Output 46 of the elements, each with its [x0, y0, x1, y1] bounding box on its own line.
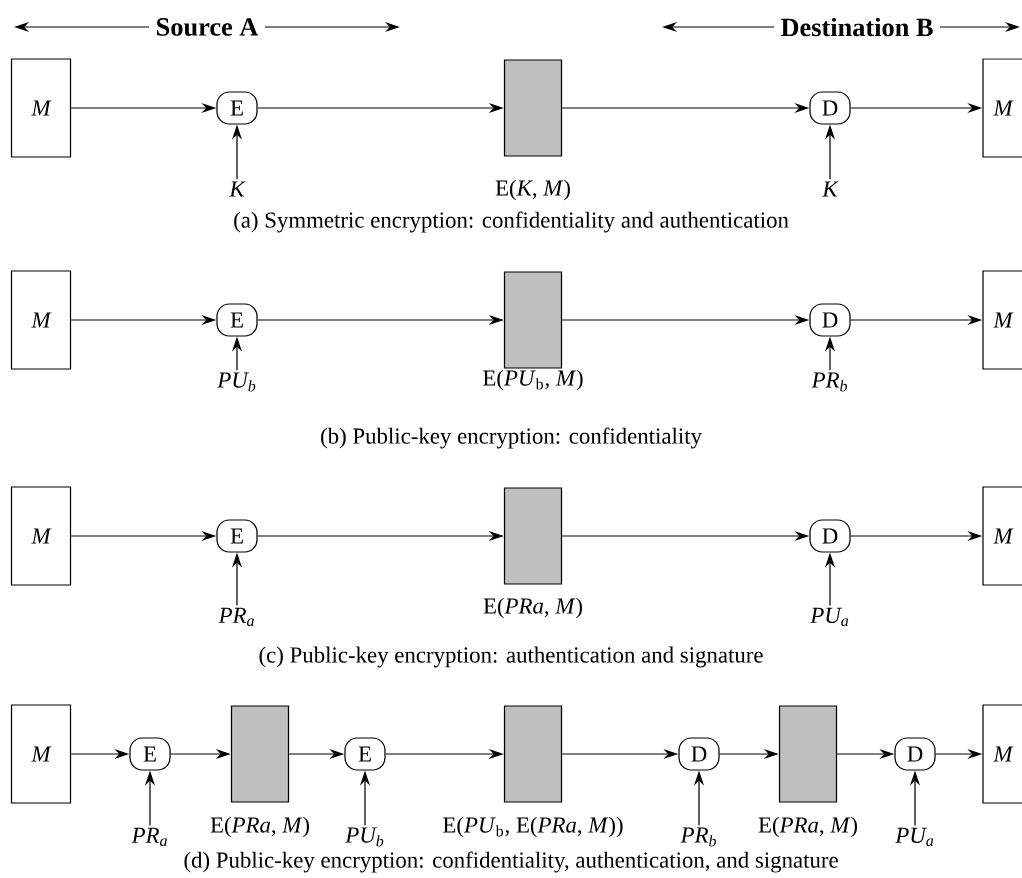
ciphertext-box: [503, 487, 563, 585]
key-label: PR$_{a}$: [218, 607, 254, 627]
message-box: M: [982, 270, 1022, 370]
caption: (c) Public-key encryption: authentication and signature: [259, 646, 763, 668]
message-box: M: [10, 270, 72, 370]
key-label: PR$_{b}$: [811, 372, 847, 392]
message-box: M: [10, 58, 72, 158]
cipher-node: E: [216, 91, 258, 125]
ciphertext-label: E(PRa, M): [483, 597, 582, 619]
cipher-node: D: [809, 303, 851, 337]
ciphertext-label: E(PU$_{b}$, E(PRa, M)): [443, 816, 623, 838]
key-label: PU$_{b}$: [345, 827, 384, 847]
ciphertext-box: [503, 705, 563, 803]
ciphertext-label: E(K, M): [495, 179, 570, 201]
header-label: Source A: [157, 18, 259, 36]
ciphertext-label: E(PRa, M): [210, 816, 309, 838]
message-box: M: [10, 486, 72, 586]
cipher-node: E: [216, 303, 258, 337]
cipher-node: D: [809, 519, 851, 553]
cipher-node: E: [129, 737, 171, 771]
cipher-node: E: [216, 519, 258, 553]
key-label: K: [822, 181, 839, 197]
key-label: PR$_{b}$: [680, 827, 716, 847]
message-box: M: [982, 58, 1022, 158]
caption: (b) Public-key encryption: confidentiality: [321, 427, 702, 449]
ciphertext-box: [503, 59, 563, 157]
cipher-node: E: [344, 737, 386, 771]
message-box: M: [982, 486, 1022, 586]
cipher-node: D: [809, 91, 851, 125]
ciphertext-box: [778, 705, 838, 803]
ciphertext-label: E(PU$_{b}$, M): [483, 369, 583, 391]
ciphertext-label: E(PRa, M): [758, 816, 857, 838]
key-label: K: [229, 181, 246, 197]
ciphertext-box: [503, 271, 563, 369]
message-box: M: [982, 704, 1022, 804]
cipher-node: D: [894, 737, 936, 771]
message-box: M: [10, 704, 72, 804]
cipher-node: D: [678, 737, 720, 771]
caption: (d) Public-key encryption: confidentiality, authentication, and signature: [184, 851, 838, 873]
ciphertext-box: [230, 705, 290, 803]
caption: (a) Symmetric encryption: confidentiality and authentication: [234, 211, 789, 233]
key-label: PU$_{a}$: [895, 827, 934, 847]
key-label: PU$_{b}$: [217, 372, 256, 392]
header-label: Destination B: [780, 17, 933, 37]
key-label: PU$_{a}$: [810, 607, 849, 627]
key-label: PR$_{a}$: [131, 827, 167, 847]
